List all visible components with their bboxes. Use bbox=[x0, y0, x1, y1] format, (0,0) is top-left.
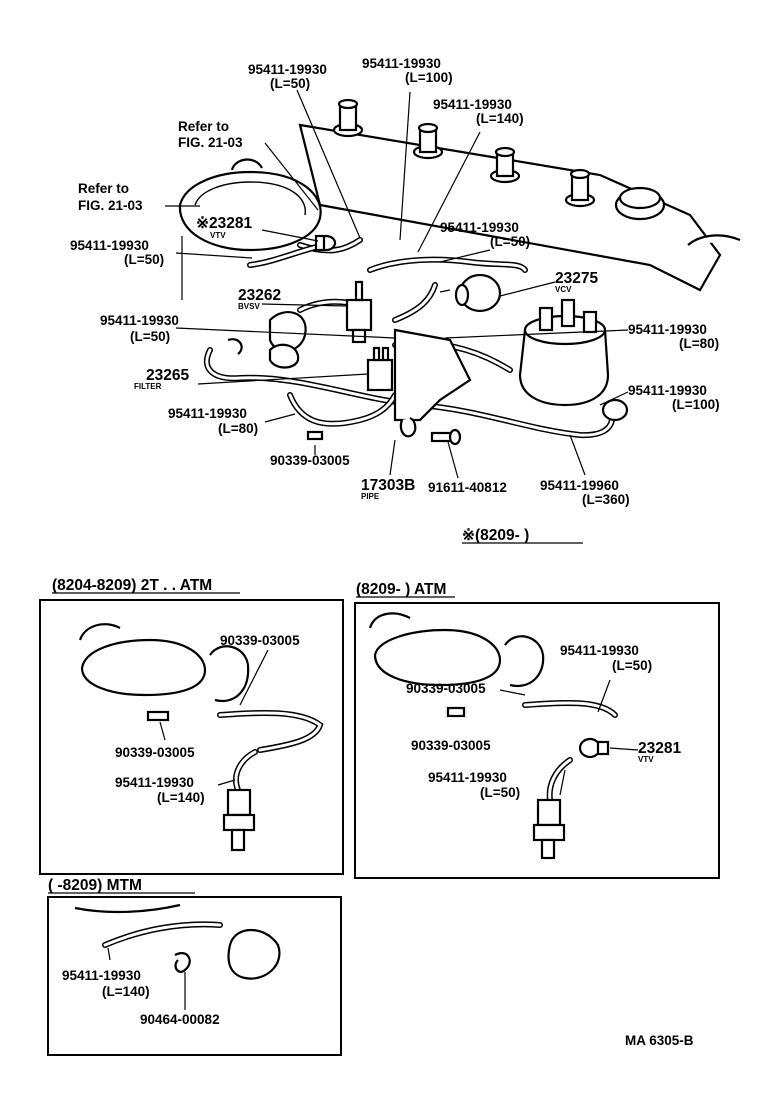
inset-left-hose: 95411-19930 bbox=[115, 775, 194, 790]
bvsv-valve bbox=[345, 280, 373, 344]
label-hose-2: 95411-19930 bbox=[362, 56, 441, 71]
label-hose-7: 95411-19930 bbox=[628, 322, 707, 337]
label-refer-2a: Refer to bbox=[78, 181, 129, 196]
inset-right-hose-b: 95411-19930 bbox=[428, 770, 507, 785]
label-hose-1-len: (L=50) bbox=[270, 76, 310, 91]
vcv-valve bbox=[439, 273, 502, 313]
label-bvsv-text: BVSV bbox=[238, 302, 260, 311]
inset-left-clip-a: 90339-03005 bbox=[220, 633, 300, 648]
label-hose-7-len: (L=80) bbox=[679, 336, 719, 351]
inset-left-hose-len: (L=140) bbox=[157, 790, 205, 805]
clip-90339 bbox=[306, 430, 324, 441]
label-hose-10: 95411-19960 bbox=[540, 478, 619, 493]
leader-lines bbox=[165, 89, 629, 479]
inset-right-hose-b-len: (L=50) bbox=[480, 785, 520, 800]
inset-bottom-title: ( -8209) MTM bbox=[48, 877, 142, 894]
label-hose-5: 95411-19930 bbox=[440, 220, 519, 235]
inset-bottom-hose-len: (L=140) bbox=[102, 984, 150, 999]
label-hose-8-len: (L=100) bbox=[672, 397, 720, 412]
label-note: ※(8209- ) bbox=[462, 527, 529, 544]
label-pipe-text: PIPE bbox=[361, 492, 380, 501]
figure-code: MA 6305-B bbox=[625, 1033, 694, 1048]
spark-plug-towers bbox=[332, 98, 596, 208]
label-filter-text: FILTER bbox=[134, 382, 162, 391]
pipe-bracket bbox=[393, 328, 472, 438]
inset-right-hose-a-len: (L=50) bbox=[612, 658, 652, 673]
oil-filler-cap bbox=[614, 186, 741, 246]
label-hose-3-len: (L=140) bbox=[476, 111, 524, 126]
label-pipe-number: 17303B bbox=[361, 477, 415, 494]
label-vtv-text: VTV bbox=[210, 231, 226, 240]
inset-left-clip-b: 90339-03005 bbox=[115, 745, 195, 760]
label-refer-1b: FIG. 21-03 bbox=[178, 135, 243, 150]
inset-left: (8204-8209) 2T . . ATM 90339-03005 90339… bbox=[39, 577, 344, 875]
inset-right-clip-b: 90339-03005 bbox=[411, 738, 491, 753]
bolt-91611 bbox=[430, 428, 462, 446]
label-hose-8: 95411-19930 bbox=[628, 383, 707, 398]
label-bolt: 91611-40812 bbox=[428, 480, 507, 495]
inset-right: (8209- ) ATM 95411-19930 (L=50) 90339-03… bbox=[354, 581, 720, 879]
label-vcv-number: 23275 bbox=[555, 270, 598, 287]
filter-valve bbox=[268, 311, 394, 392]
inset-bottom: ( -8209) MTM 95411-19930 (L=140) 90464-0… bbox=[47, 877, 342, 1056]
inset-left-title: (8204-8209) 2T . . ATM bbox=[52, 577, 212, 594]
label-hose-3: 95411-19930 bbox=[433, 97, 512, 112]
inset-bottom-frame bbox=[47, 896, 342, 1056]
label-hose-10-len: (L=360) bbox=[582, 492, 630, 507]
label-hose-2-len: (L=100) bbox=[405, 70, 453, 85]
label-hose-9: 95411-19930 bbox=[168, 406, 247, 421]
inset-right-vtv-text: VTV bbox=[638, 755, 654, 764]
label-refer-2b: FIG. 21-03 bbox=[78, 198, 143, 213]
air-cleaner bbox=[178, 158, 322, 252]
inset-right-vtv-number: 23281 bbox=[638, 740, 681, 757]
label-filter-number: 23265 bbox=[146, 367, 189, 384]
label-vcv-text: VCV bbox=[555, 285, 572, 294]
label-hose-4: 95411-19930 bbox=[70, 238, 149, 253]
inset-right-hose-a: 95411-19930 bbox=[560, 643, 639, 658]
inset-bottom-hose: 95411-19930 bbox=[62, 968, 141, 983]
inset-bottom-clip: 90464-00082 bbox=[140, 1012, 220, 1027]
label-hose-1: 95411-19930 bbox=[248, 62, 327, 77]
main-illustration bbox=[165, 89, 741, 479]
label-vtv-number: ※23281 bbox=[196, 215, 252, 232]
inset-right-frame bbox=[354, 602, 720, 879]
label-hose-9-len: (L=80) bbox=[218, 421, 258, 436]
label-clip: 90339-03005 bbox=[270, 453, 350, 468]
label-refer-1a: Refer to bbox=[178, 119, 229, 134]
label-hose-6: 95411-19930 bbox=[100, 313, 179, 328]
inset-left-frame bbox=[39, 599, 344, 875]
label-hose-6-len: (L=50) bbox=[130, 329, 170, 344]
vtv-valve bbox=[314, 234, 337, 252]
label-hose-5-len: (L=50) bbox=[490, 234, 530, 249]
inset-right-clip-a: 90339-03005 bbox=[406, 681, 486, 696]
distributor bbox=[518, 298, 629, 422]
label-bvsv-number: 23262 bbox=[238, 287, 281, 304]
inset-right-title: (8209- ) ATM bbox=[356, 581, 446, 598]
hose-clip bbox=[227, 338, 243, 355]
label-hose-4-len: (L=50) bbox=[124, 252, 164, 267]
main-labels: 95411-19930 (L=50) 95411-19930 (L=100) 9… bbox=[70, 56, 720, 544]
